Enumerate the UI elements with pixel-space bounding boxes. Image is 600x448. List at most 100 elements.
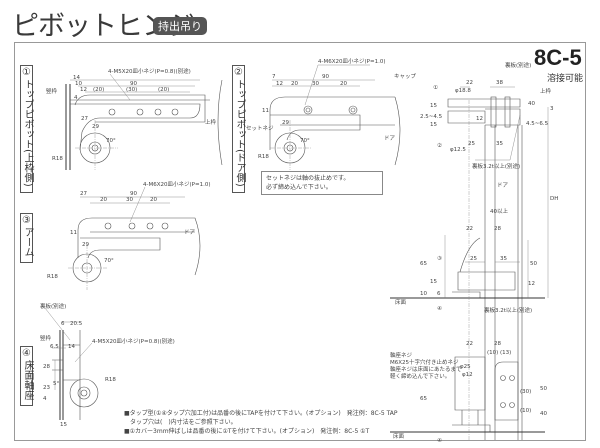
- dim-label: 20: [340, 81, 347, 87]
- dim-label: φ25: [460, 364, 471, 370]
- dim-label: 50: [540, 386, 547, 392]
- dim-label: 10: [420, 291, 427, 297]
- dim-label: 12: [276, 81, 283, 87]
- dim-label: ④: [437, 438, 442, 444]
- dim-label: 15: [430, 103, 437, 109]
- dim-label: 22: [466, 341, 473, 347]
- dim-label: 3: [550, 106, 554, 112]
- section-title: トップピボット(ドア側): [234, 79, 245, 187]
- dim-label: (10): [520, 408, 531, 414]
- dim-label: 20: [100, 197, 107, 203]
- dim-label: ドア: [184, 229, 196, 236]
- dim-label: ドア: [497, 182, 509, 189]
- dim-label: 4: [43, 396, 47, 402]
- dim-label: 25: [470, 256, 477, 262]
- dim-label: 14: [73, 75, 80, 81]
- dim-label: 30: [126, 197, 133, 203]
- dim-label: 4-M6X20皿小ネジ(P=1.0): [318, 57, 385, 65]
- section-num: ②: [234, 67, 243, 78]
- dim-label: キャップ: [394, 73, 417, 80]
- dim-label: 裏板(別途): [505, 61, 531, 69]
- dim-label: 65: [420, 261, 427, 267]
- dim-label: ③: [437, 256, 442, 262]
- dim-label: 40: [528, 101, 535, 107]
- dim-label: 35: [500, 256, 507, 262]
- dim-label: 28: [494, 226, 501, 232]
- dim-label: ドア: [384, 135, 396, 142]
- footer-line-1: ■タップ型(①④タップ穴加工付)は品番の後にTAPを付けて下さい。(オプション)…: [124, 410, 398, 417]
- dim-label: 22: [466, 80, 473, 86]
- dim-label: (30): [126, 87, 137, 93]
- drawing-top-pivot-frame: 4-M5X20皿小ネジ(P=0.8)(別途) 竪枠 上枠 R18 14 10 9…: [46, 67, 223, 170]
- dim-label: 4-M5X20皿小ネジ(P=0.8)(別途): [108, 67, 191, 75]
- dim-label: 12: [476, 116, 483, 122]
- dim-label: R18: [105, 377, 116, 383]
- dim-label: 5°: [53, 381, 59, 387]
- dim-label: 20: [291, 81, 298, 87]
- dim-label: 90: [322, 74, 329, 80]
- dim-label: R18: [258, 154, 269, 160]
- dim-label: 11: [70, 230, 77, 236]
- section-num: ①: [22, 67, 31, 78]
- dim-label: 35: [496, 141, 503, 147]
- dim-label: 軽く締め込んで下さい。: [390, 372, 450, 380]
- model-code: 8C-5: [534, 45, 582, 70]
- section-num: ④: [22, 348, 31, 359]
- dim-label: (20): [158, 87, 169, 93]
- footer-line-2: タップ穴は( )内寸法をご参照下さい。: [124, 419, 237, 426]
- drawing-frame: [14, 42, 586, 441]
- dim-label: 15: [60, 422, 67, 428]
- footer-notes: ■タップ型(①④タップ穴加工付)は品番の後にTAPを付けて下さい。(オプション)…: [124, 409, 398, 436]
- dim-label: 50: [530, 261, 537, 267]
- dim-label: 6.5: [50, 344, 59, 350]
- dim-label: φ18.8: [455, 88, 471, 94]
- note-line: セットネジは軸の抜止めです。: [266, 175, 350, 182]
- dim-label: 上枠: [540, 87, 552, 95]
- drawing-top-pivot-door: 4-M6X20皿小ネジ(P=1.0) セットネジ ドア R18 7 90 12 …: [246, 57, 401, 170]
- drawing-floor-pivot: 裏板(別途) 竪枠 4-M5X20皿小ネジ(P=0.8)(別途) R18 6 2…: [40, 302, 175, 428]
- dim-label: セットネジ: [246, 125, 274, 132]
- title-badge: 持出吊り: [153, 17, 207, 35]
- dim-label: ④: [437, 306, 442, 312]
- dim-label: 23: [43, 385, 50, 391]
- dim-label: 12: [528, 281, 535, 287]
- dim-label: 4.5~6.5: [526, 121, 549, 127]
- section-title: トップピボット(上枠側): [22, 79, 33, 187]
- dim-label: ①: [433, 85, 438, 91]
- dim-label: 22: [466, 226, 473, 232]
- dim-label: 29: [82, 242, 89, 248]
- dim-label: 12: [80, 87, 87, 93]
- dim-label: 2.5~4.5: [420, 114, 443, 120]
- dim-label: 20: [150, 197, 157, 203]
- dim-label: (10): [487, 350, 498, 356]
- dim-label: 40以上: [490, 207, 508, 215]
- footer-line-3: ■①カバー3mm伸ばしは品番の後に①Tを付けて下さい。(オプション) 発注例：8…: [124, 428, 370, 435]
- dim-label: 90: [130, 81, 137, 87]
- dim-label: 27: [81, 116, 88, 122]
- dim-label: (13): [500, 350, 511, 356]
- dim-label: 6: [61, 321, 65, 327]
- dim-label: 4-M6X20皿小ネジ(P=1.0): [143, 180, 210, 188]
- dim-label: 裏板3.2t以上(別途): [472, 162, 520, 170]
- dim-label: 65: [420, 396, 427, 402]
- dim-label: 29: [282, 120, 289, 126]
- dim-label: R18: [47, 274, 58, 280]
- dim-label: 90: [130, 191, 137, 197]
- set-screw-note: セットネジは軸の抜止めです。必ず締め込んで下さい。: [261, 171, 383, 195]
- dim-label: 床面: [395, 298, 407, 306]
- dim-label: 27: [80, 191, 87, 197]
- dim-label: 15: [430, 122, 437, 128]
- dim-label: 11: [262, 108, 269, 114]
- dim-label: 軸座ネジ: [390, 351, 413, 359]
- dim-label: 70°: [300, 138, 310, 144]
- note-line: 必ず締め込んで下さい。: [266, 184, 332, 191]
- model-feature: 溶接可能: [547, 74, 584, 84]
- dim-label: 38: [496, 80, 503, 86]
- dim-label: 40: [540, 411, 547, 417]
- section-num: ③: [22, 215, 31, 226]
- dim-label: (20): [93, 87, 104, 93]
- dim-label: 竪枠: [40, 334, 52, 342]
